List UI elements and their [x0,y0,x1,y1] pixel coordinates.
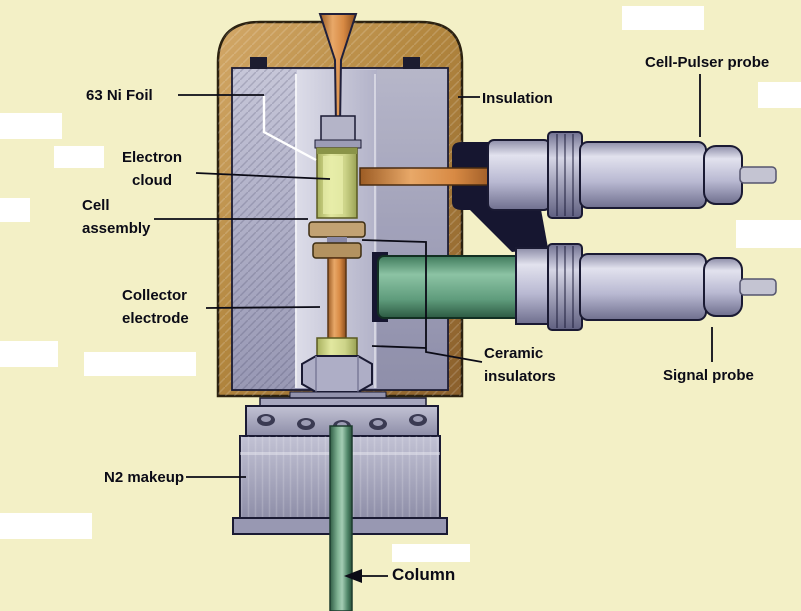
cell-pulser-probe [359,131,777,252]
foil-top-band [317,148,357,154]
probe-end-cap [703,257,743,317]
label-pointer-lines [154,74,713,577]
pulser-electrode-rod [359,167,506,186]
whiteout-patches [0,6,801,562]
electron-cloud-region [323,156,343,214]
label-text: 63 Ni Foil [86,87,153,104]
probe-barrel [579,253,707,321]
hex-nut [301,355,373,393]
label-cell-assembly: Cell assembly [82,194,150,240]
whiteout-patch [84,352,196,376]
label-text: assembly [82,220,151,237]
column-tube [329,425,353,611]
body-shade-right [376,68,448,390]
collector-electrode-rod [327,257,347,343]
label-text: Electron [121,149,182,166]
label-cell-pulser-probe: Cell-Pulser probe [645,51,769,74]
whiteout-patch [0,341,58,367]
label-text: Insulation [482,90,553,107]
electron-cloud-pointer [195,172,331,180]
label-n2-makeup: N2 makeup [104,466,184,489]
ni-foil-cell [316,147,358,219]
signal-probe [372,243,777,331]
whiteout-patch [0,198,30,222]
top-fitting [314,115,362,149]
ceramic-insulators-pointer [361,239,483,363]
label-collector-electrode: Collector electrode [122,284,189,330]
label-text: Column [392,565,456,584]
whiteout-patch [622,6,704,30]
label-text: Collector [122,287,188,304]
label-text: electrode [122,310,189,327]
label-text: Ceramic [484,345,544,362]
cavity-highlight-right [374,74,376,388]
cavity-highlight-left [295,74,297,388]
column-arrowhead-icon [344,569,362,583]
label-text: cloud [132,172,172,189]
probe-pin [739,166,777,184]
ceramic-insulator-discs [308,221,366,259]
label-ceramic-insulators: Ceramic insulators [484,342,556,388]
whiteout-patch [0,113,62,139]
whiteout-patch [758,82,801,108]
whiteout-patch [54,146,104,168]
label-text: Cell-Pulser probe [645,54,770,71]
whiteout-patch [736,220,801,248]
body-bolt-left [250,57,267,69]
probe-pin [739,278,777,296]
body-bolt-right [403,57,420,69]
label-text: N2 makeup [104,469,185,486]
label-text: Cell [82,197,110,214]
probe-shadow [470,204,548,252]
whiteout-patch [392,544,470,562]
probe-barrel [579,141,707,209]
label-signal-probe: Signal probe [663,364,754,387]
label-insulation: Insulation [482,87,553,110]
label-text: Signal probe [663,367,754,384]
label-ni-foil: 63 Ni Foil [86,84,153,107]
signal-electrode-rod [377,255,529,319]
label-electron-cloud: Electron cloud [110,146,194,192]
label-text: insulators [484,368,556,385]
probe-end-cap [703,145,743,205]
collector-electrode-pointer [205,306,321,309]
whiteout-patch [0,513,92,539]
label-column: Column [392,563,455,586]
ni-foil-white-pointer [262,96,317,162]
